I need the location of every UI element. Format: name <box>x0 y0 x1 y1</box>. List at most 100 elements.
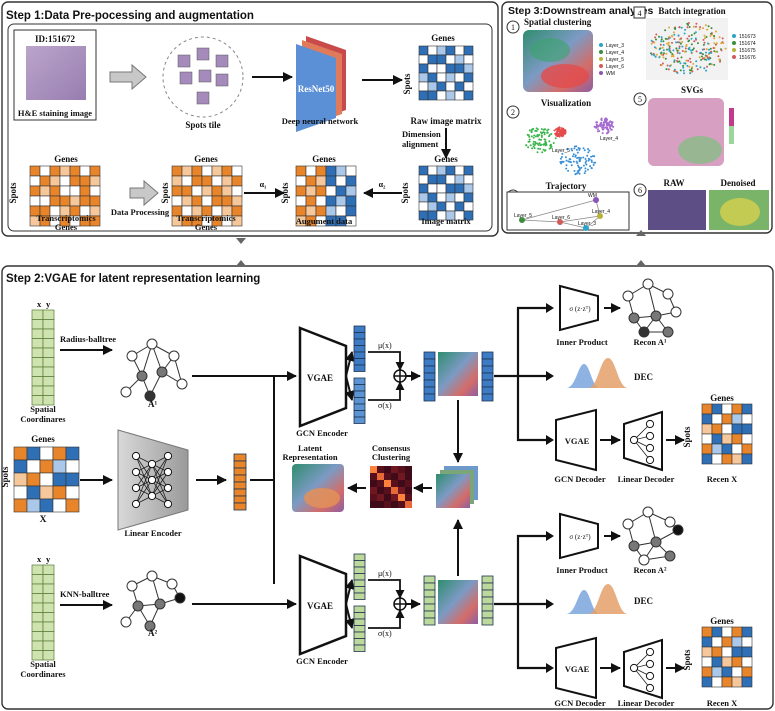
matrix-cell <box>463 90 474 101</box>
distribution-curve <box>588 358 628 388</box>
umap-point <box>527 146 530 149</box>
scatter-point <box>678 26 681 29</box>
vector-cell <box>481 365 494 374</box>
num-1: 1 <box>511 23 515 32</box>
scatter-point <box>692 62 695 65</box>
sigma-vector-2 <box>353 605 366 652</box>
vector-cell <box>233 453 247 462</box>
umap-point <box>603 126 606 129</box>
vector-cell <box>423 358 436 367</box>
umap-point <box>583 172 586 175</box>
matrix-cell <box>427 63 438 74</box>
matrix-cell <box>59 165 71 177</box>
scatter-point <box>658 35 660 38</box>
scatter-point <box>714 43 717 46</box>
umap-point <box>561 152 564 155</box>
matrix-cell <box>463 201 474 212</box>
matrix-cell <box>741 413 753 425</box>
matrix-cell <box>13 472 28 487</box>
matrix-cell <box>731 676 743 688</box>
umap-point <box>536 134 539 137</box>
vector-cell <box>423 582 436 591</box>
matrix-cell <box>201 165 213 177</box>
vector-cell <box>481 582 494 591</box>
matrix-cell <box>49 195 61 207</box>
matrix-cell <box>305 175 317 187</box>
heatmap-cell <box>370 473 377 480</box>
matrix-cell <box>345 175 357 187</box>
scatter-point <box>699 66 702 69</box>
matrix-cell <box>711 666 723 678</box>
vector-cell <box>353 612 366 620</box>
vgae-label-2: VGAE <box>307 601 333 611</box>
graph-node <box>120 386 132 398</box>
legend-swatch <box>599 71 603 75</box>
umap-point <box>565 159 568 162</box>
matrix-cell <box>445 63 456 74</box>
umap-point <box>530 130 533 133</box>
matrix-cell <box>427 90 438 101</box>
heatmap-cell <box>370 501 377 508</box>
umap-point <box>541 151 544 154</box>
matrix-cell <box>211 165 223 177</box>
vector-cell <box>353 416 366 424</box>
vgae-label-1: VGAE <box>307 373 333 383</box>
augment-data-matrix <box>295 165 357 227</box>
net-node <box>163 499 173 509</box>
scatter-point <box>697 42 699 45</box>
matrix-cell <box>13 446 28 461</box>
matrix-cell <box>721 666 733 678</box>
umap-point <box>605 127 608 130</box>
vector-cell <box>481 379 494 388</box>
matrix-cell <box>191 165 203 177</box>
vector-cell <box>353 566 366 574</box>
matrix-cell <box>325 175 337 187</box>
matrix-cell <box>436 183 447 194</box>
matrix-cell <box>454 45 465 56</box>
vector-cell <box>233 481 247 490</box>
raw-image <box>648 190 706 230</box>
matrix-cell <box>454 192 465 203</box>
umap-point <box>584 167 587 170</box>
num-6: 6 <box>638 186 642 195</box>
umap-point <box>564 156 567 159</box>
trajectory-node <box>597 213 603 219</box>
matrix-cell <box>445 192 456 203</box>
legend-label: Layer_6 <box>606 64 624 70</box>
umap-point <box>595 121 598 124</box>
scatter-point <box>702 38 705 41</box>
matrix-cell <box>52 446 67 461</box>
dec-distribution-2 <box>566 584 628 614</box>
spots-tile-group <box>177 47 229 105</box>
vector-cell <box>353 553 366 561</box>
vgae-dec-label-1: VGAE <box>565 436 590 446</box>
step1-inner-frame <box>7 23 493 232</box>
matrix-cell <box>427 54 438 65</box>
scatter-point <box>673 60 676 63</box>
scatter-point <box>688 39 691 42</box>
x-matrix-genes: Genes <box>31 434 55 444</box>
matrix-cell <box>701 666 713 678</box>
trajectory-frame <box>506 191 630 231</box>
umap-point <box>607 129 610 132</box>
scatter-point <box>703 67 706 70</box>
coord-cell <box>42 347 55 358</box>
matrix-cell <box>711 676 723 688</box>
matrix-cell <box>335 205 347 217</box>
matrix-cell <box>201 175 213 187</box>
umap-point <box>528 129 531 132</box>
matrix-cell <box>741 636 753 648</box>
vector-cell <box>353 351 366 359</box>
umap-point <box>565 164 568 167</box>
linear-decoder-net-1 <box>629 419 655 465</box>
umap-point <box>589 165 592 168</box>
graph-node <box>622 290 634 302</box>
step3-title: Step 3:Downstream analyses <box>508 5 653 17</box>
raw-image-matrix <box>418 45 474 101</box>
matrix-cell <box>427 72 438 83</box>
umap-point <box>554 133 557 136</box>
matrix-cell <box>711 403 723 415</box>
gcn-decoder-label-1: GCN Decoder <box>554 474 605 484</box>
scatter-point <box>688 46 691 49</box>
raw-matrix-genes: Genes <box>431 33 455 43</box>
